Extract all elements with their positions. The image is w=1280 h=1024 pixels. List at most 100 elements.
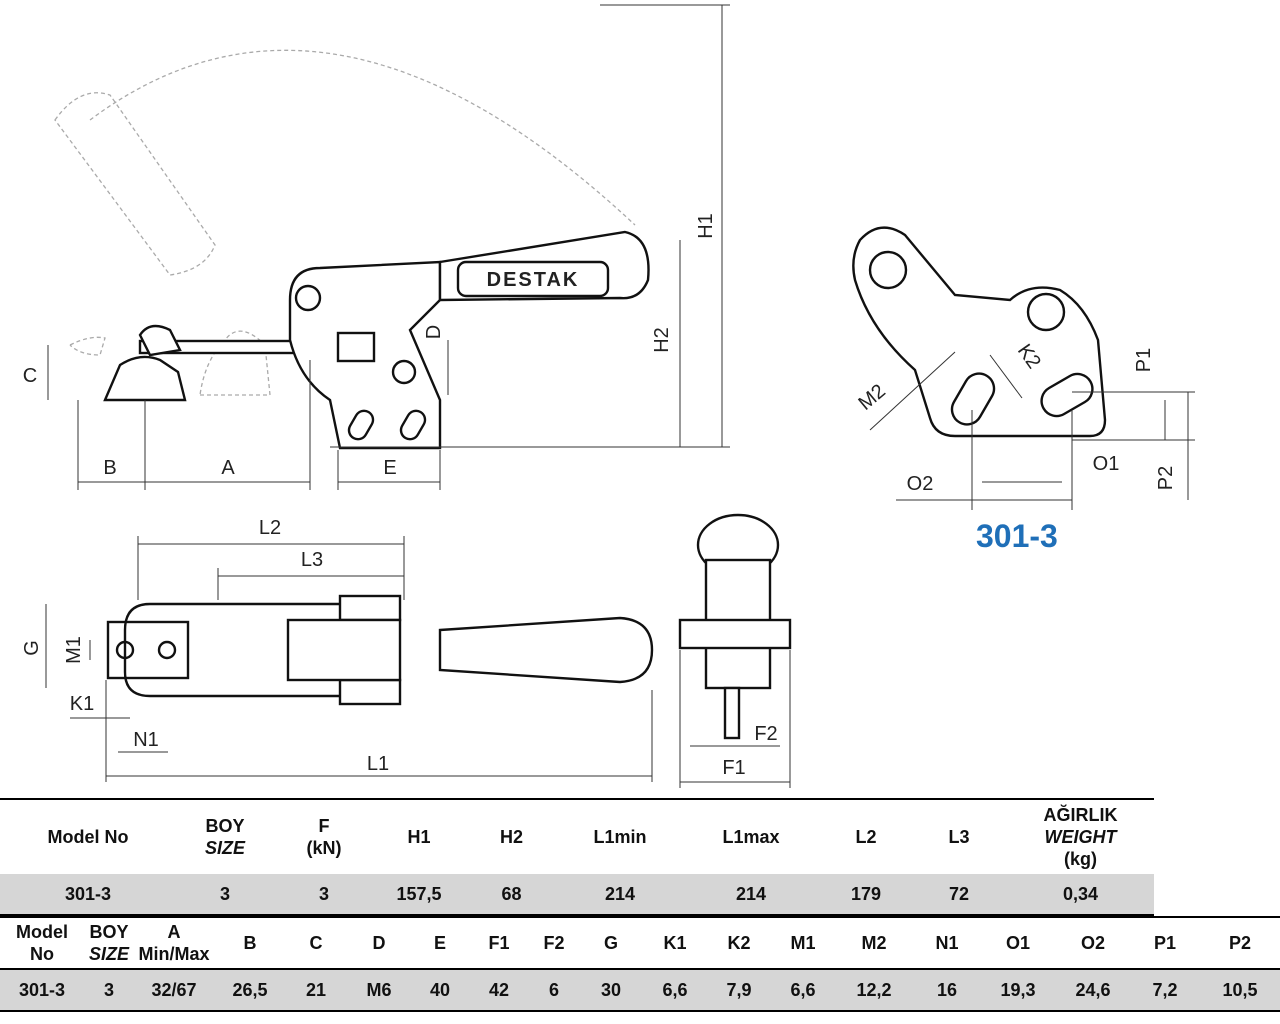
open-position-arc — [89, 49, 636, 226]
dim-cell: 32/67 — [134, 968, 214, 1011]
dim-cell: 7,2 — [1130, 968, 1200, 1011]
dim-header: F2 — [543, 933, 565, 953]
dim-cell: 6 — [530, 968, 578, 1011]
label-N1: N1 — [133, 729, 159, 751]
adjust-nut — [336, 331, 376, 363]
slot-right — [399, 409, 427, 441]
label-E: E — [383, 457, 396, 479]
spec-header: Model No — [47, 827, 129, 847]
dim-header: P1 — [1153, 933, 1177, 953]
dim-cell: 40 — [412, 968, 468, 1011]
label-F1: F1 — [722, 757, 745, 779]
mount-hole — [391, 359, 417, 385]
spec-cell: 72 — [911, 874, 1007, 915]
dim-cell: 12,2 — [834, 968, 914, 1011]
spec-header: L1max — [722, 827, 780, 847]
front-base — [678, 618, 792, 650]
dim-cell: 3 — [84, 968, 134, 1011]
dim-header: F1 — [488, 933, 510, 953]
technical-drawing: DESTAK C B A E D H2 H1 L2 — [21, 4, 1195, 788]
dim-header: B — [243, 933, 257, 953]
dim-header: K2 — [727, 933, 751, 953]
open-handle-ghost — [54, 92, 216, 276]
top-nut-lower — [338, 678, 402, 706]
brand-logo: DESTAK — [487, 269, 580, 291]
spec-cell: 68 — [464, 874, 559, 915]
dim-cell: M6 — [346, 968, 412, 1011]
spec-cell: 179 — [821, 874, 911, 915]
dim-header: O2 — [1080, 933, 1105, 953]
base-plate-detail: M2 K2 P1 P2 O1 O2 — [852, 226, 1195, 510]
spec-header: H1 — [407, 827, 431, 847]
dim-cell: 24,6 — [1056, 968, 1130, 1011]
label-C: C — [23, 365, 37, 387]
model-title: 301-3 — [976, 518, 1058, 554]
brand-plate — [456, 260, 610, 298]
plate-outline — [852, 226, 1107, 438]
dim-cell: 10,5 — [1200, 968, 1280, 1011]
dim-header: G — [603, 933, 618, 953]
spec-cell: 0,34 — [1007, 874, 1154, 915]
spec-cell: 301-3 — [0, 874, 176, 915]
label-G: G — [21, 640, 43, 656]
side-view: DESTAK C B A E D H2 H1 — [23, 4, 730, 490]
spec-header: L3 — [948, 827, 970, 847]
top-nut-upper — [338, 594, 402, 622]
dim-header: P2 — [1228, 933, 1252, 953]
label-M2: M2 — [854, 380, 889, 415]
dim-header: M1 — [790, 933, 816, 953]
dim-cell: 16 — [914, 968, 980, 1011]
top-handle — [438, 616, 654, 684]
label-P2: P2 — [1155, 466, 1177, 490]
plate-slot-right — [1040, 372, 1094, 418]
top-view: L2 L3 G M1 K1 N1 L1 — [21, 517, 654, 782]
dim-data-row: 301-3 3 32/67 26,5 21 M6 40 42 6 30 6,6 … — [0, 968, 1280, 1011]
dim-cell: 6,6 — [644, 968, 706, 1011]
label-O1: O1 — [1093, 453, 1120, 475]
label-P1: P1 — [1133, 348, 1155, 372]
top-body — [286, 618, 402, 682]
dim-header: D — [372, 933, 386, 953]
spec-header: L1min — [593, 827, 647, 847]
dim-cell: 30 — [578, 968, 644, 1011]
spec-cell: 214 — [559, 874, 681, 915]
dim-cell: 42 — [468, 968, 530, 1011]
label-H2: H2 — [651, 327, 673, 353]
dim-cell: 26,5 — [214, 968, 286, 1011]
dim-header: K1 — [663, 933, 687, 953]
top-hole-right — [157, 640, 177, 660]
dim-cell: 6,6 — [772, 968, 834, 1011]
label-A: A — [221, 457, 235, 479]
label-F2: F2 — [754, 723, 777, 745]
spec-header: H2 — [499, 827, 523, 847]
dim-header: O1 — [1005, 933, 1030, 953]
dim-cell: 21 — [286, 968, 346, 1011]
spec-cell: 214 — [681, 874, 821, 915]
spec-cell: 157,5 — [374, 874, 464, 915]
label-B: B — [103, 457, 116, 479]
plate-hole-top — [868, 250, 908, 290]
front-view: F1 F2 — [678, 513, 792, 788]
plate-hole-right — [1026, 292, 1066, 332]
front-rod — [723, 686, 741, 740]
label-M1: M1 — [63, 636, 85, 664]
label-H1: H1 — [695, 213, 717, 239]
spec-header: F(kN) — [306, 816, 342, 858]
spec-header: L2 — [855, 827, 877, 847]
dim-header: C — [309, 933, 323, 953]
dim-header: N1 — [935, 933, 959, 953]
label-D: D — [423, 325, 445, 339]
slot-left — [347, 409, 375, 441]
open-hook-ghost — [69, 336, 106, 356]
spec-cell: 3 — [274, 874, 374, 915]
spec-data-row: 301-3 3 3 157,5 68 214 214 179 72 0,34 — [0, 874, 1154, 915]
spec-cell: 3 — [176, 874, 274, 915]
